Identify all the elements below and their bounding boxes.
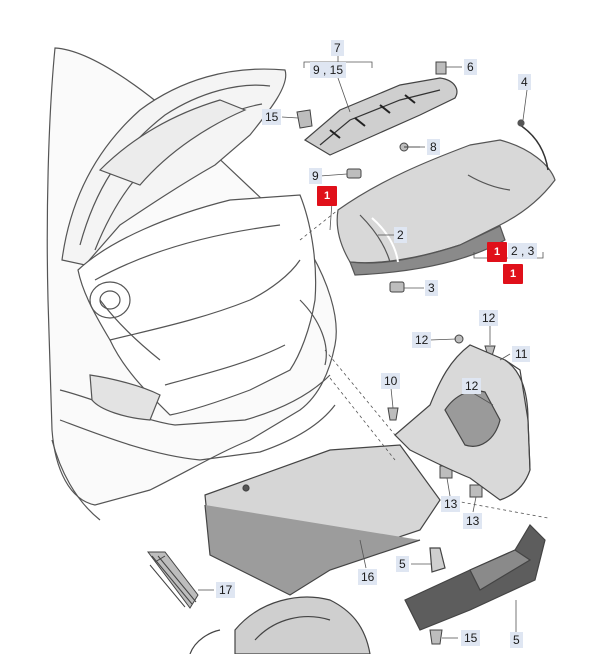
callout-10: 10: [381, 373, 401, 389]
callout-17: 17: [216, 582, 236, 598]
callout-6: 6: [464, 59, 477, 75]
callout-5-lower: 5: [510, 632, 523, 648]
parcel-shelf: [336, 119, 556, 276]
car-body: [46, 47, 337, 521]
callout-3: 3: [425, 280, 438, 296]
callout-5-upper: 5: [396, 556, 409, 572]
callout-2: 2: [394, 227, 407, 243]
callout-2-3: 2 , 3: [508, 243, 538, 259]
callout-12-left: 12: [412, 332, 432, 348]
marker-1-right-top: 1: [487, 242, 507, 262]
callout-8: 8: [427, 139, 440, 155]
floor-covering-16: [204, 444, 441, 596]
luggage-net-17: [147, 551, 199, 609]
sill-panel-5: [404, 524, 546, 631]
callout-12-top: 12: [479, 310, 499, 326]
callout-16: 16: [358, 569, 378, 585]
callout-12-mid: 12: [462, 378, 482, 394]
marker-1-left: 1: [317, 186, 337, 206]
callout-7: 7: [331, 40, 344, 56]
bracket-7: [303, 77, 458, 156]
callout-13-left: 13: [441, 496, 461, 512]
callout-13-right: 13: [463, 513, 483, 529]
callout-15-upper: 15: [262, 109, 282, 125]
callout-9-15: 9 , 15: [310, 62, 347, 78]
callout-9: 9: [309, 168, 322, 184]
callout-11: 11: [512, 346, 531, 362]
callout-4: 4: [518, 74, 531, 90]
side-trim-11: [394, 344, 531, 501]
wheel-well: [189, 596, 371, 654]
marker-1-right-bottom: 1: [503, 264, 523, 284]
callout-15-lower: 15: [461, 630, 481, 646]
